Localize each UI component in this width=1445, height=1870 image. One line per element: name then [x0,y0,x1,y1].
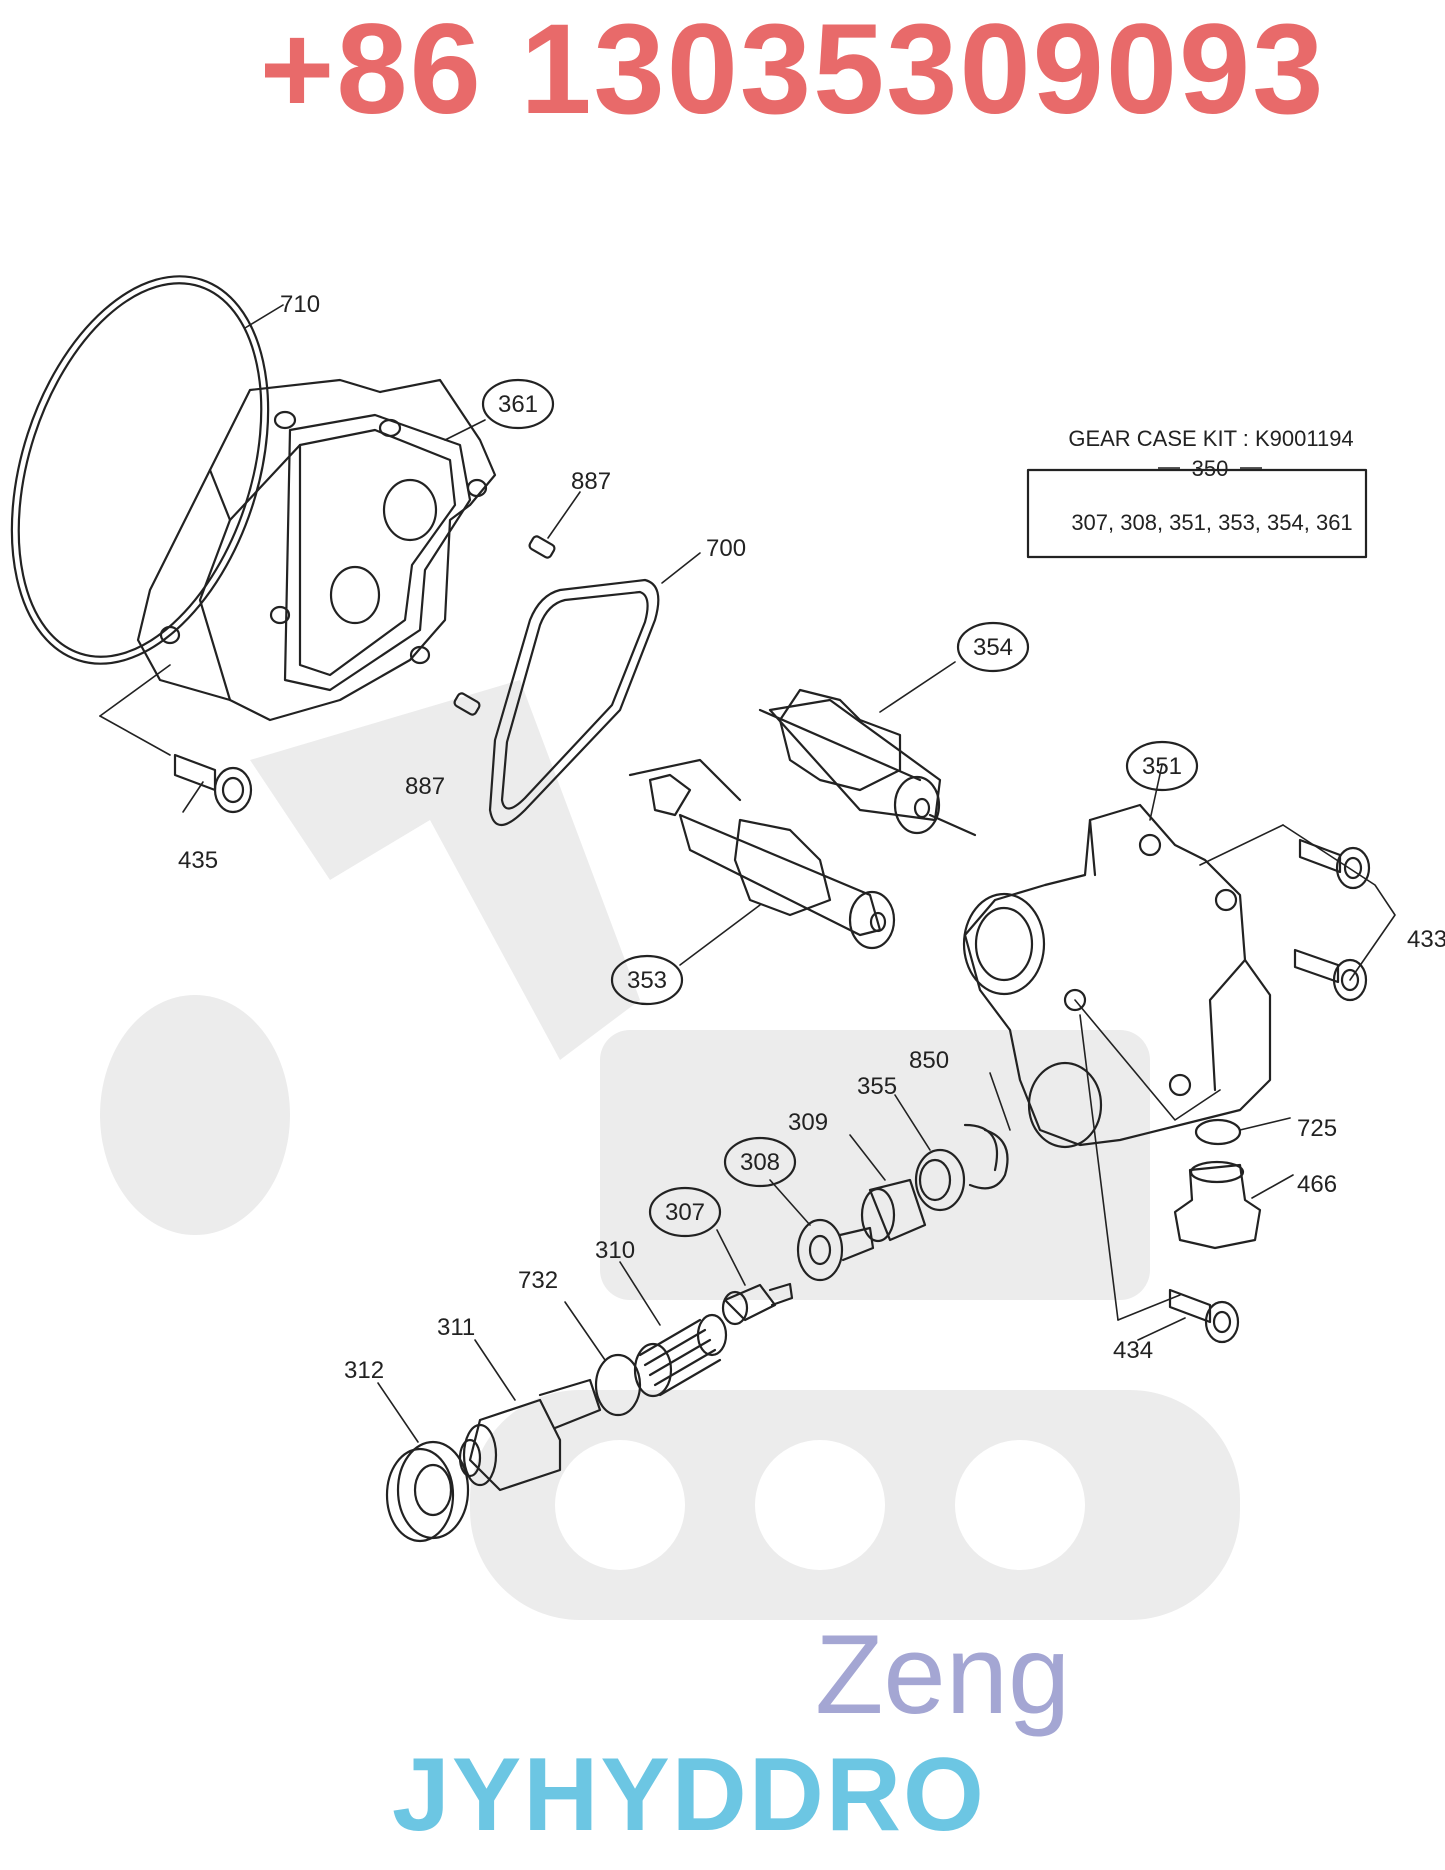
driven-gear-353 [628,758,896,950]
o-ring-725 [1194,1118,1242,1146]
o-ring-710-inner [17,282,263,658]
bolt-434 [1168,1288,1240,1344]
valve-308 [796,1218,875,1282]
label-466: 466 [1297,1171,1337,1198]
o-ring-732 [594,1353,642,1417]
label-310: 310 [595,1237,635,1264]
label-361: 361 [498,391,538,418]
pin-887-bottom [453,692,481,716]
sleeve-309 [860,1178,927,1243]
label-434: 434 [1113,1337,1153,1364]
label-311: 311 [437,1314,475,1341]
label-887-top: 887 [571,468,611,495]
brand-logo-text: JYHYDDRO [392,1737,986,1853]
label-308: 308 [740,1149,780,1176]
gear-case-351 [962,803,1272,1149]
label-351: 351 [1142,753,1182,780]
label-700: 700 [706,535,746,562]
callout-307 [648,1186,722,1238]
label-887-bottom: 887 [405,773,445,800]
bolt-435 [173,753,253,814]
callout-351 [1125,740,1199,792]
gear-case-cover-361 [136,378,497,722]
kit-title: GEAR CASE KIT : K9001194 [1068,426,1353,451]
plug-466 [1173,1160,1262,1250]
label-433: 433 [1407,926,1445,953]
spring-310 [633,1313,728,1398]
label-309: 309 [788,1109,828,1136]
label-725: 725 [1297,1115,1337,1142]
label-354: 354 [973,634,1013,661]
label-312: 312 [344,1357,384,1384]
drive-gear-354 [758,688,977,837]
label-435: 435 [178,847,218,874]
label-353: 353 [627,967,667,994]
poppet-307 [721,1282,794,1326]
brand-zeng: Zeng [815,1612,1071,1737]
kit-box [1026,468,1368,559]
callout-353 [610,954,684,1006]
bolt-433-bottom [1293,948,1368,1002]
kit-code: 350 [1192,456,1229,481]
callout-354 [956,621,1030,673]
seal-700 [488,578,660,827]
excavator-watermark [100,680,1240,1620]
filter-355 [914,1148,966,1212]
o-ring-710 [10,275,270,665]
callout-308 [723,1136,797,1188]
label-710: 710 [280,291,320,318]
snap-ring-850 [963,1123,1009,1190]
phone-number: +86 13035309093 [259,0,1326,141]
bolt-433-top [1298,838,1371,890]
adjust-screw-311 [458,1378,602,1492]
label-850: 850 [909,1047,949,1074]
pin-887-top [528,535,556,559]
label-307: 307 [665,1199,705,1226]
callout-361 [481,378,555,430]
leader-lines [99,304,1396,1443]
label-732: 732 [518,1267,558,1294]
label-355: 355 [857,1073,897,1100]
kit-parts: 307, 308, 351, 353, 354, 361 [1071,510,1352,535]
nut-312 [385,1440,470,1543]
